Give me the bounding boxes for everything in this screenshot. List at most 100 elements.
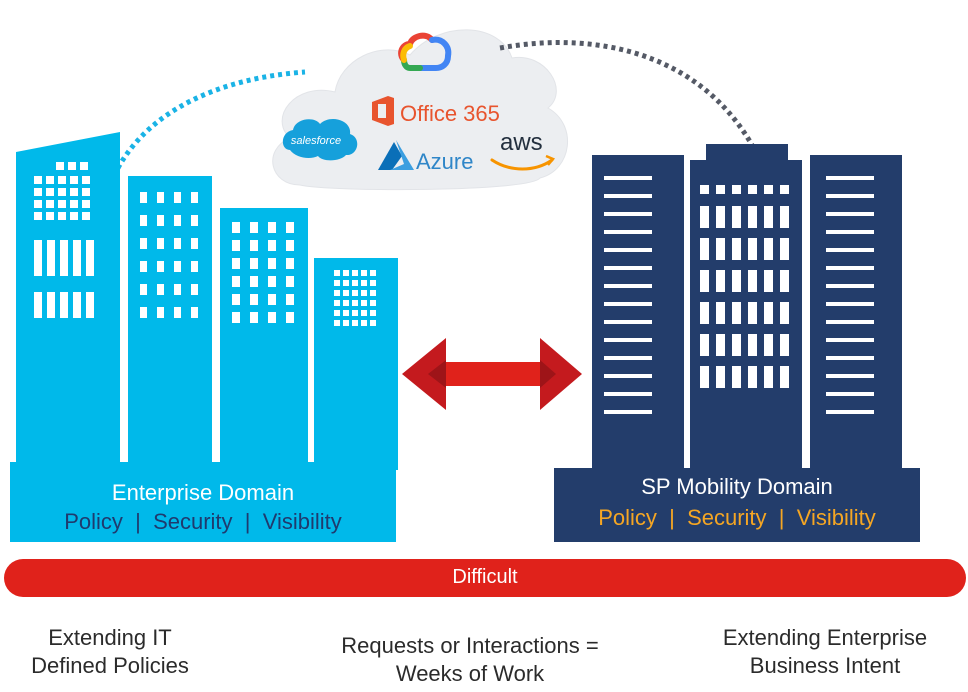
enterprise-attributes: Policy | Security | Visibility [10,509,396,535]
window [826,266,874,270]
window [343,270,349,276]
window [732,270,741,292]
window [604,356,652,360]
enterprise-domain-title: Enterprise Domain [111,480,295,505]
difficulty-bar [4,559,966,597]
window [47,292,55,318]
window [58,188,66,196]
window [174,284,181,295]
sp-security: Security [687,505,767,530]
window [352,290,358,296]
window [60,292,68,318]
sp-sep-1: | [669,505,675,530]
window [716,185,725,194]
window [157,238,164,249]
enterprise-policy: Policy [64,509,123,534]
window [826,248,874,252]
window [268,258,276,269]
window [157,215,164,226]
window [732,366,741,388]
window [250,276,258,287]
window [58,200,66,208]
window [352,310,358,316]
window [716,238,725,260]
window [732,238,741,260]
window [780,334,789,356]
caption-left-line-1: Extending IT [48,625,172,650]
window [604,212,652,216]
window [780,366,789,388]
window [140,284,147,295]
caption-right-line-1: Extending Enterprise [722,625,928,650]
window [748,185,757,194]
caption-right: Extending Enterprise Business Intent [690,624,960,680]
difficulty-label: Difficult [452,566,518,588]
window [370,300,376,306]
window [174,261,181,272]
window [780,206,789,228]
window [268,294,276,305]
window [34,176,42,184]
window [286,276,294,287]
sp-cloud-connector [499,40,755,147]
window [70,176,78,184]
window [764,270,773,292]
enterprise-visibility: Visibility [262,509,342,534]
window [604,248,652,252]
window [604,302,652,306]
window [826,176,874,180]
window [604,392,652,396]
window [334,280,340,286]
sp-policy: Policy [598,505,657,530]
enterprise-cloud-connector [115,69,306,170]
window [732,302,741,324]
window [286,258,294,269]
window [191,261,198,272]
window [361,280,367,286]
window [46,188,54,196]
window [764,366,773,388]
window [268,276,276,287]
window [58,176,66,184]
sp-visibility: Visibility [796,505,876,530]
azure-label: Azure [416,149,473,174]
sp-attributes: Policy | Security | Visibility [554,505,920,531]
window [826,392,874,396]
caption-center: Requests or Interactions = Weeks of Work [300,632,640,688]
window [86,292,94,318]
aws-smile-icon [490,158,554,171]
window [700,238,709,260]
window [268,312,276,323]
window [748,366,757,388]
window [250,240,258,251]
window [748,238,757,260]
window [700,206,709,228]
window [70,200,78,208]
window [700,270,709,292]
window [604,374,652,378]
window [764,206,773,228]
window [343,310,349,316]
window [780,270,789,292]
sp-domain-title: SP Mobility Domain [641,474,833,499]
window [34,200,42,208]
window [604,176,652,180]
window [70,188,78,196]
window [140,215,147,226]
window [80,162,88,170]
window [58,212,66,220]
window [604,284,652,288]
salesforce-icon [282,119,358,161]
window [46,212,54,220]
window [370,280,376,286]
window [700,334,709,356]
window [748,334,757,356]
window [250,312,258,323]
enterprise-sep-1: | [135,509,141,534]
window [826,230,874,234]
window [60,240,68,276]
window [73,240,81,276]
window [232,312,240,323]
sp-sep-2: | [778,505,785,530]
salesforce-label: salesforce [291,135,341,147]
